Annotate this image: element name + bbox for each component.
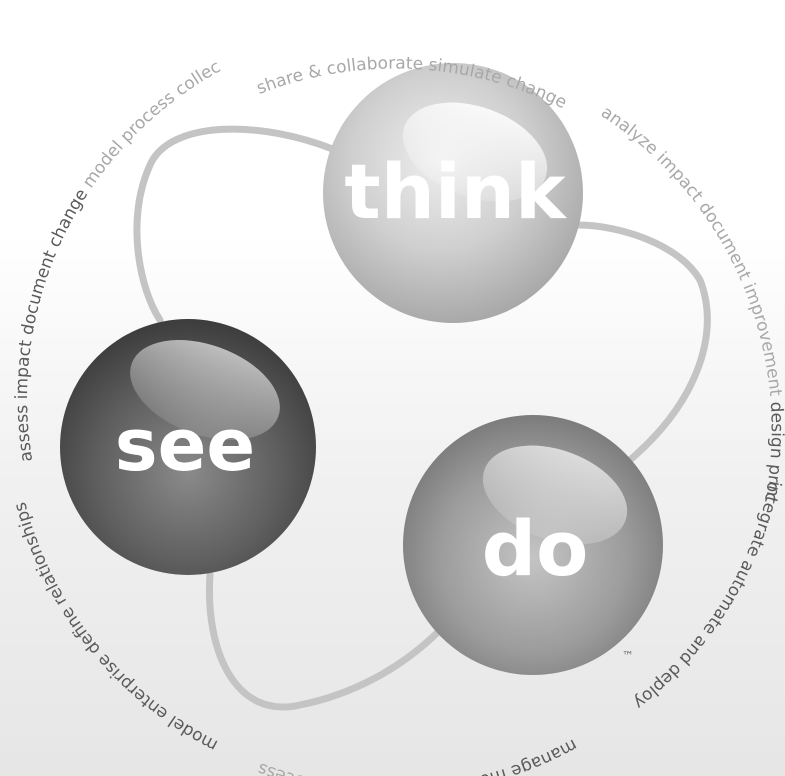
ring-phrase-manage: manage (508, 734, 580, 776)
ring-phrase-refine-process: refine process (255, 758, 378, 776)
see-label: see (115, 403, 256, 487)
trademark-symbol: ™ (622, 649, 634, 663)
ring-phrase-assess-impact: assess impact (12, 339, 37, 464)
ring-phrase-model-enterprise: model enterprise (93, 650, 221, 756)
do-sphere: do ™ (403, 415, 663, 675)
ring-phrase-model-process: model process (79, 88, 179, 192)
ring-text-bottom: manage monitor report refine process (255, 734, 580, 776)
do-label: do (482, 504, 589, 593)
think-sphere: think (323, 63, 583, 323)
ring-phrase-document-change: document change (17, 185, 92, 336)
ring-phrase-analyze-impact: analyze impact (597, 102, 707, 205)
see-sphere: see (60, 319, 316, 575)
think-label: think (344, 147, 567, 236)
ring-phrase-monitor: monitor (439, 764, 509, 776)
cycle-loop (133, 125, 711, 711)
ring-phrase-integrate: integrate (742, 479, 785, 560)
ring-phrase-collect-data: collect data (0, 0, 224, 100)
